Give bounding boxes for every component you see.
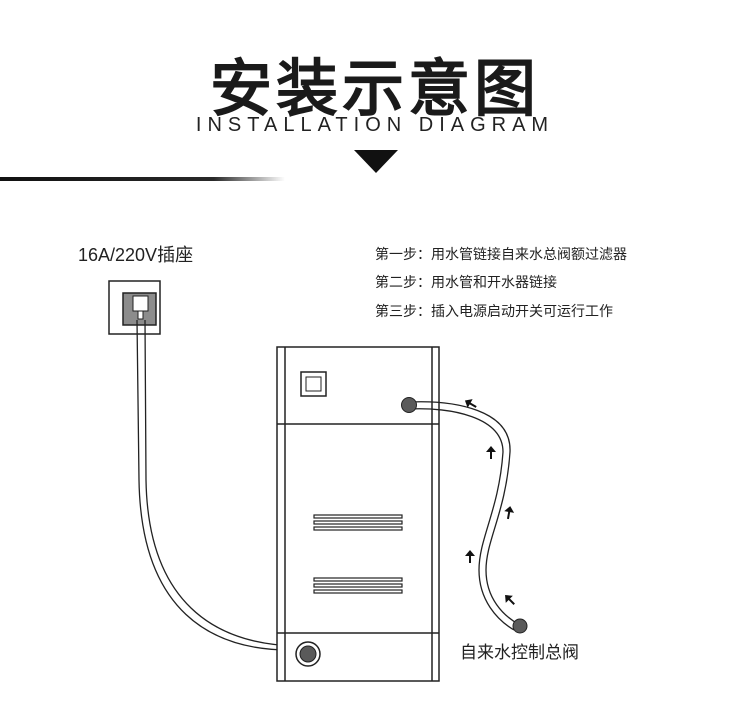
- flow-arrow-icon: [465, 550, 475, 563]
- title-chinese: 安装示意图: [209, 52, 540, 125]
- water-heater: [276, 346, 440, 682]
- step-2: 第二步：用水管和开水器链接: [375, 275, 557, 291]
- title-english: INSTALLATION DIAGRAM: [195, 114, 555, 136]
- water-inlet: [401, 397, 417, 413]
- step-1: 第一步：用水管链接自来水总阀额过滤器: [375, 247, 627, 263]
- flow-arrow-icon: [505, 595, 515, 605]
- main-valve-icon: [512, 618, 528, 634]
- socket-label: 16A/220V插座: [78, 245, 194, 265]
- power-cable: [136, 319, 297, 651]
- power-socket: [108, 280, 161, 335]
- flow-arrow-icon: [486, 446, 496, 459]
- valve-label: 自来水控制总阀: [460, 643, 579, 663]
- vent-grille-lower: [313, 577, 403, 594]
- flow-arrow-icon: [464, 399, 477, 408]
- header-divider: [0, 177, 285, 181]
- power-inlet: [295, 641, 321, 667]
- flow-arrow-icon: [504, 506, 515, 520]
- water-pipe: [408, 401, 521, 631]
- down-triangle-icon: [354, 150, 398, 173]
- vent-grille-upper: [313, 514, 403, 531]
- step-3: 第三步：插入电源启动开关可运行工作: [375, 304, 613, 320]
